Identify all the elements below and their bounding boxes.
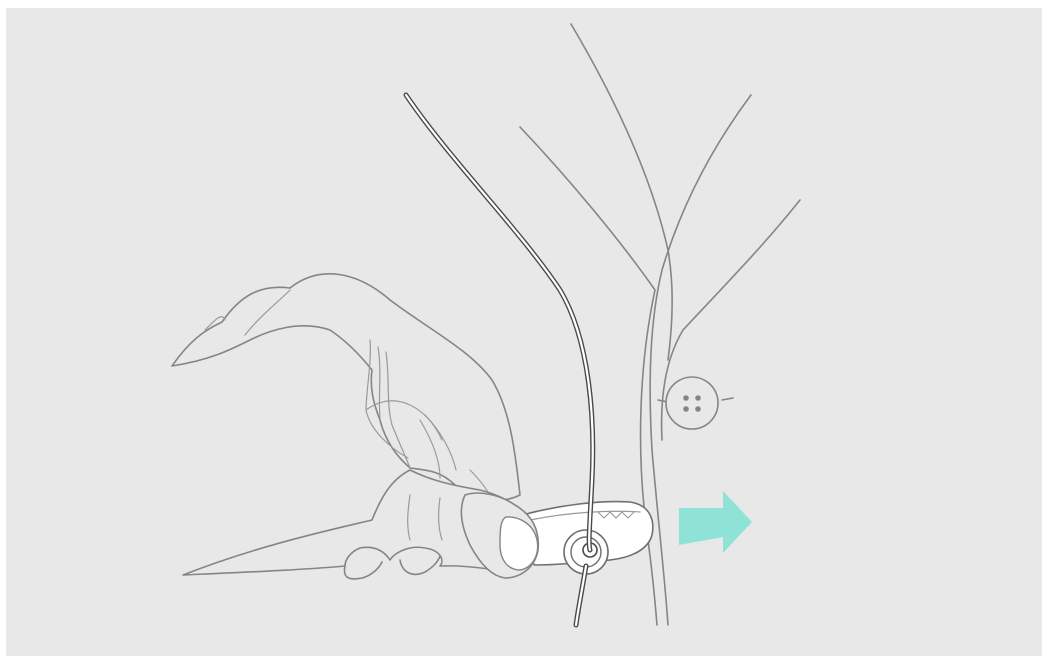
hand-front-fingers (182, 469, 540, 580)
shirt-button-icon (657, 376, 734, 430)
earphone-cable (403, 92, 596, 628)
hand-illustration (171, 273, 521, 503)
cable-clip (520, 500, 654, 575)
shirt-lines (519, 23, 801, 626)
arrow-right-icon (679, 491, 752, 553)
